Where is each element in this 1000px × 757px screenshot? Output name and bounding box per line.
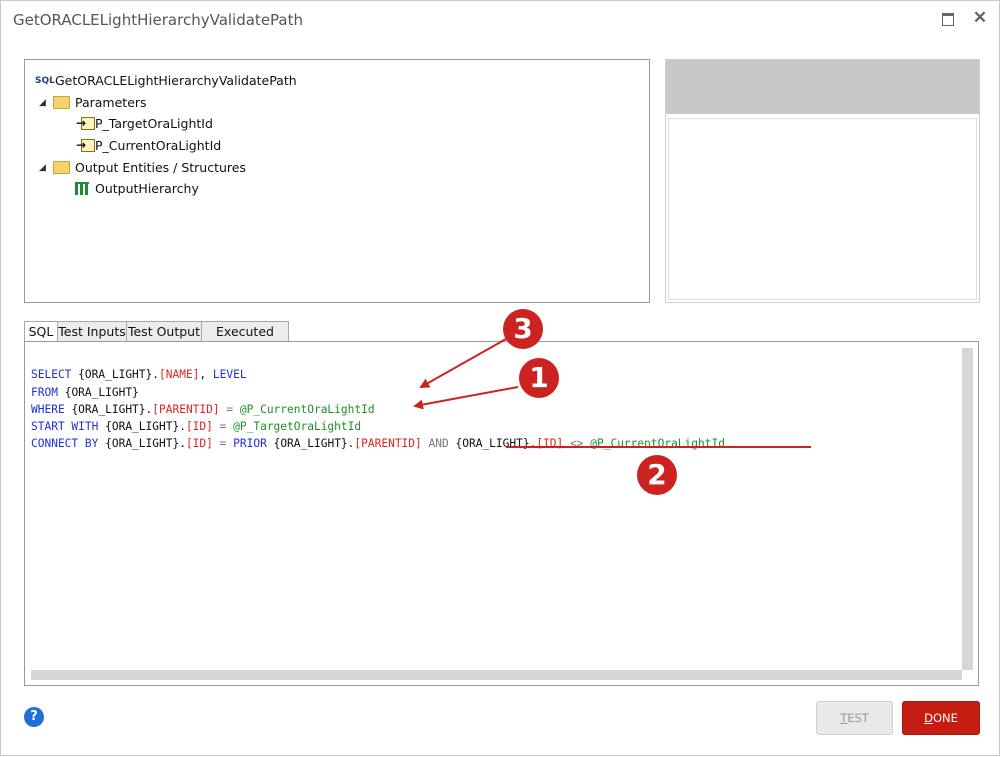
sql-table: {ORA_LIGHT}. [71,402,153,416]
code-line: SELECT {ORA_LIGHT}.[NAME], LEVEL [31,366,725,383]
structure-tree-panel: SQL GetORACLELightHierarchyValidatePath … [24,59,650,303]
preview-header [666,60,979,114]
sql-table: {ORA_LIGHT}. [105,420,186,434]
vertical-scrollbar[interactable] [962,348,973,670]
callout-arrow-3 [419,338,507,388]
sql-keyword: START WITH [31,420,99,434]
collapse-arrow-icon[interactable]: ◢ [39,98,46,108]
input-parameter-icon [76,113,95,133]
sql-operator: = [226,402,234,416]
sql-db-icon: SQL [35,76,55,86]
sql-table: {ORA_LIGHT}. [105,437,186,451]
sql-parameter: @P_CurrentOraLightId [239,402,375,416]
sql-column: [PARENTID] [354,437,422,451]
done-button-mnemonic: D [924,711,933,725]
help-icon[interactable]: ? [24,707,44,727]
sql-punct: , [199,368,207,382]
tree-node-label: Output Entities / Structures [75,160,246,175]
callout-badge-1: 1 [519,358,559,398]
code-line: CONNECT BY {ORA_LIGHT}.[ID] = PRIOR {ORA… [31,435,725,452]
sql-parameter: @P_TargetOraLightId [233,420,362,434]
code-line: FROM {ORA_LIGHT} [31,384,725,401]
tab-test-output[interactable]: Test Output [126,321,202,343]
sql-operator: = [219,437,227,451]
done-button[interactable]: DONE [902,701,980,735]
tree-leaf-label: P_TargetOraLightId [95,116,213,131]
sql-operator: = [219,420,227,434]
test-button[interactable]: TEST [816,701,893,735]
horizontal-scrollbar[interactable] [31,670,962,680]
sql-table: {ORA_LIGHT}. [78,368,159,382]
sql-column: [ID] [185,420,213,434]
tree-root-label: GetORACLELightHierarchyValidatePath [55,73,297,88]
test-button-mnemonic: T [840,711,848,725]
code-line: WHERE {ORA_LIGHT}.[PARENTID] = @P_Curren… [31,401,725,418]
sql-keyword: LEVEL [212,368,247,382]
sql-keyword: CONNECT BY [31,437,99,451]
window-title: GetORACLELightHierarchyValidatePath [13,11,303,29]
input-parameter-icon [76,135,95,155]
sql-operator: AND [428,437,449,451]
sql-keyword: FROM [31,385,58,399]
collapse-arrow-icon[interactable]: ◢ [39,163,46,173]
table-grid-icon [75,182,89,195]
close-icon[interactable]: ✕ [972,8,988,27]
preview-content [668,118,977,300]
sql-table: {ORA_LIGHT} [64,385,139,399]
callout-badge-3: 3 [503,309,543,349]
sql-table: {ORA_LIGHT}. [273,437,355,451]
preview-panel [665,59,980,303]
tree-leaf-label: P_CurrentOraLightId [95,138,222,153]
sql-keyword: PRIOR [233,437,267,451]
tree-leaf-label: OutputHierarchy [95,181,199,196]
maximize-icon[interactable] [939,9,957,27]
code-line: START WITH {ORA_LIGHT}.[ID] = @P_TargetO… [31,418,725,435]
done-button-label: ONE [932,711,958,725]
sql-column: [PARENTID] [152,402,220,416]
test-button-label: EST [847,711,869,725]
folder-open-icon [53,161,70,174]
sql-column: [NAME] [159,368,200,382]
folder-open-icon [53,96,70,109]
sql-keyword: SELECT [31,368,72,382]
tree-node-label: Parameters [75,95,147,110]
sql-keyword: WHERE [31,402,65,416]
callout-arrow-1 [413,386,519,410]
callout-badge-2: 2 [637,455,677,495]
sql-column: [ID] [185,437,213,451]
